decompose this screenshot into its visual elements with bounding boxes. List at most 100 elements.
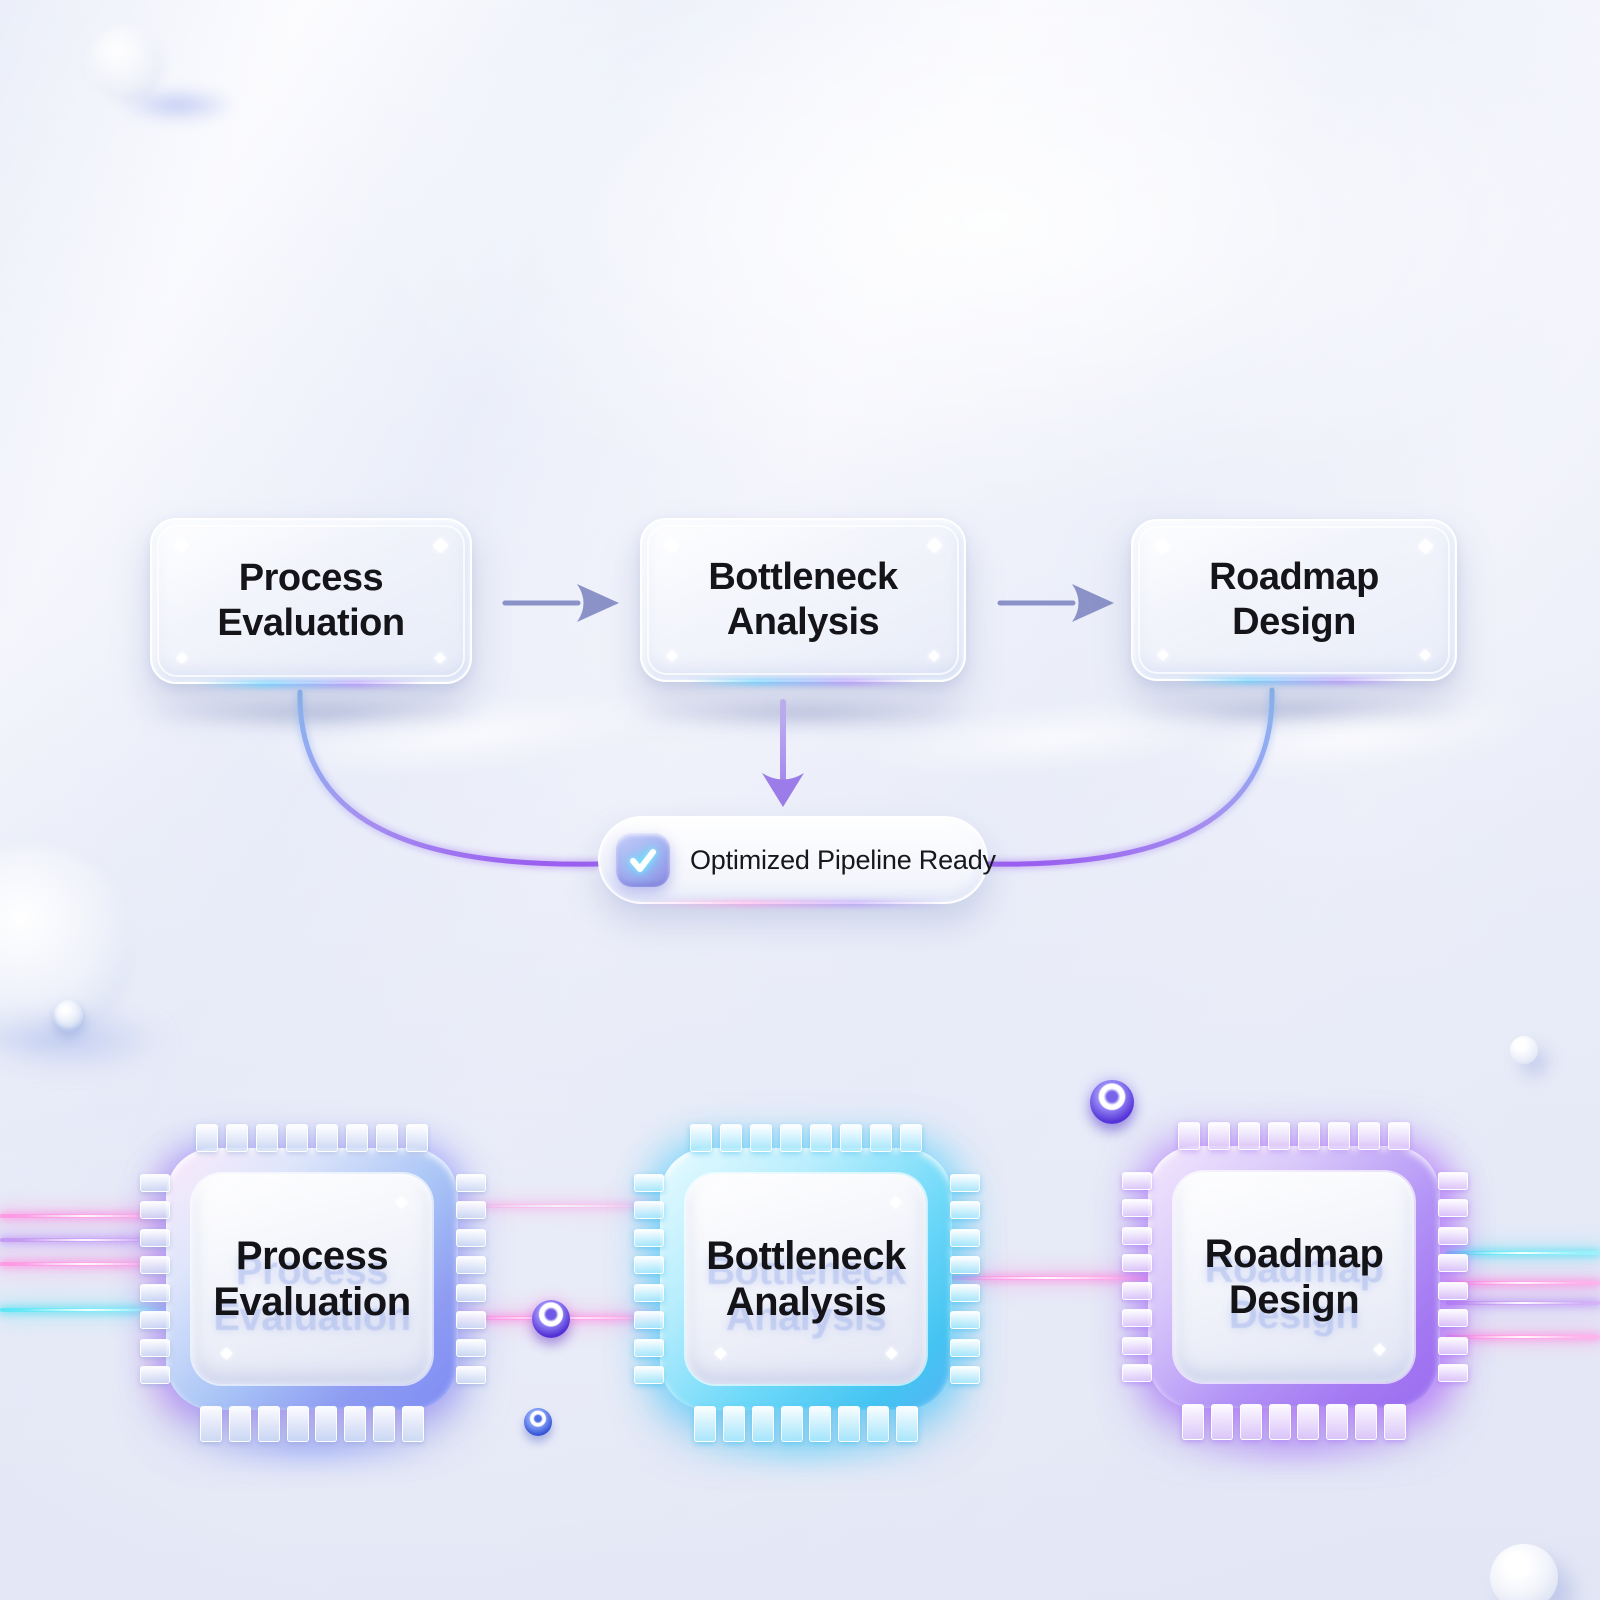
checkmark-icon <box>616 833 670 887</box>
chip-pin <box>1438 1363 1468 1382</box>
sphere-shadow <box>118 88 238 122</box>
chip-pin <box>1122 1363 1152 1382</box>
chip-pin <box>950 1338 980 1357</box>
node-shadow <box>1121 694 1471 728</box>
sparkle-icon <box>1154 538 1171 555</box>
chip-pin <box>840 1124 862 1152</box>
chip-screen: Bottleneck Analysis <box>686 1174 926 1384</box>
chip-pin <box>950 1201 980 1220</box>
glow-line <box>0 1262 172 1266</box>
sphere-decoration <box>524 1408 552 1436</box>
chip-pin <box>1122 1309 1152 1328</box>
chip-pin <box>634 1311 664 1330</box>
chip-pin <box>1298 1122 1320 1150</box>
glow-line <box>1446 1335 1600 1339</box>
glow-line <box>940 1276 1154 1280</box>
chip-pin <box>1438 1254 1468 1273</box>
chip-pin <box>456 1311 486 1330</box>
sphere-decoration <box>1490 1544 1558 1600</box>
chip-pin <box>950 1174 980 1192</box>
chip-pin <box>456 1283 486 1302</box>
sparkle-icon <box>928 650 940 662</box>
chip-pin <box>950 1228 980 1247</box>
flow-node-label: Roadmap Design <box>1209 556 1379 643</box>
flow-node-label: Bottleneck Analysis <box>708 556 898 643</box>
glow-line <box>0 1238 172 1242</box>
arrow-right-icon <box>997 584 1114 622</box>
flow-node-process-evaluation: Process Evaluation <box>150 518 472 684</box>
chip-pin <box>810 1124 832 1152</box>
glow-line <box>0 1214 172 1218</box>
chip-label: Process Evaluation <box>213 1234 411 1324</box>
chip-pin <box>900 1124 922 1152</box>
chip-pin <box>1438 1336 1468 1355</box>
chip-pin <box>720 1124 742 1152</box>
sparkle-icon <box>889 1196 902 1209</box>
sparkle-icon <box>885 1347 898 1360</box>
chip-pin <box>406 1124 428 1152</box>
chip-pin <box>690 1124 712 1152</box>
chip-pin <box>1358 1122 1380 1150</box>
chip-pin <box>950 1311 980 1330</box>
sparkle-icon <box>926 537 943 554</box>
status-label: Optimized Pipeline Ready <box>690 844 996 875</box>
chip-pin <box>140 1283 170 1302</box>
chip-pin <box>1328 1122 1350 1150</box>
sphere-decoration <box>53 1000 85 1032</box>
chip-pin <box>870 1124 892 1152</box>
chip-pin <box>1122 1199 1152 1218</box>
chip-pin <box>1122 1254 1152 1273</box>
flow-node-roadmap-design: Roadmap Design <box>1131 519 1457 681</box>
chip-pin <box>1388 1122 1410 1150</box>
sparkle-icon <box>395 1196 408 1209</box>
sparkle-icon <box>176 652 188 664</box>
chip-pin <box>226 1124 248 1152</box>
chip-pin <box>256 1124 278 1152</box>
chip-roadmap-design: Roadmap Design <box>1122 1122 1468 1440</box>
chip-pin <box>1238 1122 1260 1150</box>
chip-pin <box>316 1124 338 1152</box>
sphere-decoration <box>1090 1080 1134 1124</box>
chip-pin <box>634 1256 664 1275</box>
chip-pin <box>456 1256 486 1275</box>
chip-pins-top <box>690 1124 922 1152</box>
sphere-decoration <box>1510 1036 1538 1064</box>
sparkle-icon <box>173 537 190 554</box>
sparkle-icon <box>714 1347 727 1360</box>
glow-line <box>1446 1251 1600 1255</box>
chip-reflection <box>186 1424 438 1466</box>
chip-pin <box>456 1338 486 1357</box>
chip-pin <box>376 1124 398 1152</box>
chip-pin <box>1122 1172 1152 1190</box>
chip-pin <box>950 1283 980 1302</box>
glow-line <box>1446 1301 1600 1305</box>
sparkle-icon <box>663 537 680 554</box>
node-shadow <box>630 696 980 730</box>
chip-reflection <box>680 1424 932 1466</box>
glow-line <box>1446 1281 1600 1285</box>
chip-pins-top <box>196 1124 428 1152</box>
chip-pin <box>634 1283 664 1302</box>
sparkle-icon <box>666 650 678 662</box>
chip-pin <box>1122 1281 1152 1300</box>
chip-pins-left <box>140 1174 170 1384</box>
chip-process-evaluation: Process Evaluation <box>140 1124 486 1442</box>
chip-pin <box>1122 1336 1152 1355</box>
sparkle-icon <box>434 652 446 664</box>
chip-pin <box>634 1365 664 1384</box>
status-pill: Optimized Pipeline Ready <box>598 816 996 904</box>
glow-line <box>452 1204 666 1208</box>
chip-pin <box>780 1124 802 1152</box>
chip-label: Roadmap Design <box>1204 1232 1384 1322</box>
chip-pin <box>140 1365 170 1384</box>
chip-pin <box>1208 1122 1230 1150</box>
chip-pin <box>196 1124 218 1152</box>
sparkle-icon <box>432 537 449 554</box>
sparkle-icon <box>1419 649 1431 661</box>
chip-pin <box>634 1338 664 1357</box>
chip-pin <box>1438 1199 1468 1218</box>
chip-pin <box>1268 1122 1290 1150</box>
sphere-decoration <box>532 1300 570 1338</box>
chip-pin <box>1122 1226 1152 1245</box>
